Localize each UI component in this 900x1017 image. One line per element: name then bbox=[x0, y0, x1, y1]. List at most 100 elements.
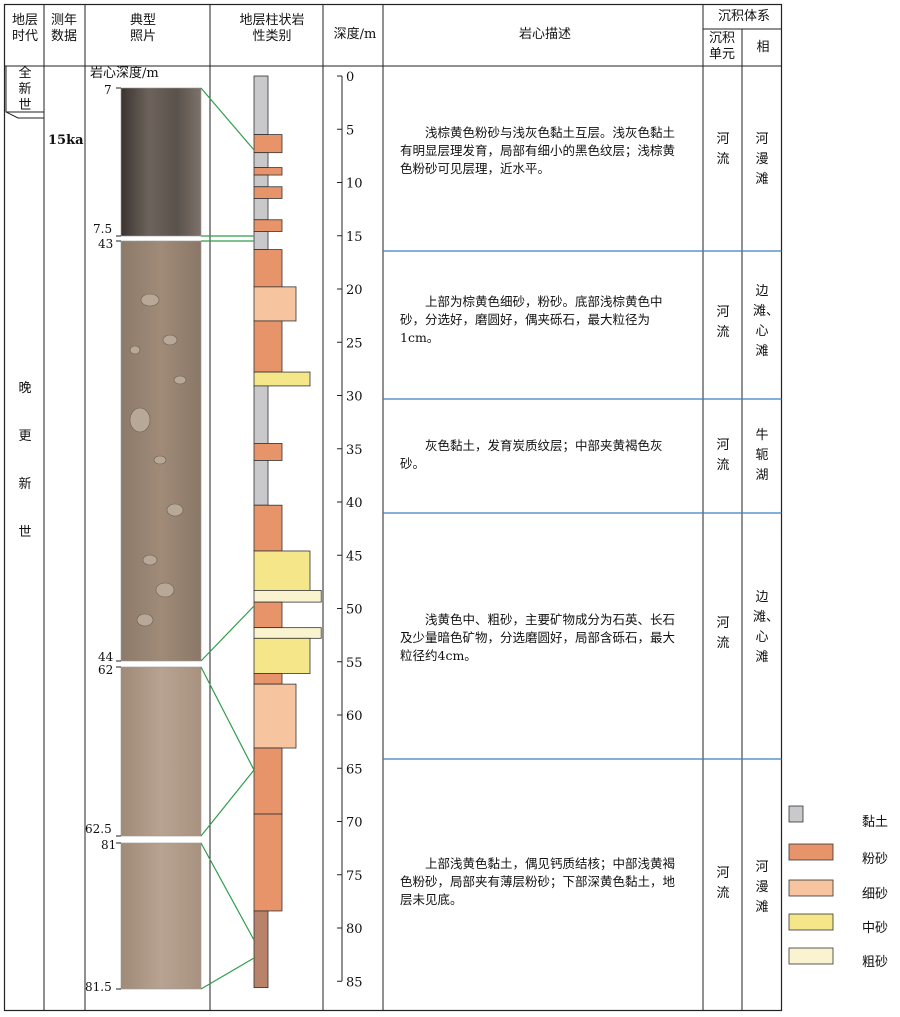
lithology-layer-clay bbox=[253, 385, 269, 444]
header-system: 沉积体系 bbox=[717, 9, 770, 24]
lithology-layer-silt bbox=[253, 249, 283, 288]
lithology-layer-silt bbox=[253, 673, 283, 685]
lithology-layer-clay bbox=[253, 231, 269, 250]
lithology-layer-fine_sand bbox=[253, 286, 297, 322]
photo-3-top-label: 62 bbox=[98, 663, 114, 677]
unit-1: 河流 bbox=[716, 132, 730, 167]
unit-2: 河流 bbox=[716, 305, 730, 340]
facies-4: 边滩、心滩 bbox=[753, 590, 780, 665]
core-photo-2 bbox=[120, 240, 202, 662]
lithology-layer-silt bbox=[253, 320, 283, 373]
legend-swatch-fine_sand bbox=[788, 879, 834, 897]
legend-swatch-medium_sand bbox=[788, 913, 834, 931]
facies-3: 牛轭湖 bbox=[755, 428, 769, 483]
holocene-bracket bbox=[5, 66, 44, 119]
lithology-layer-medium_sand bbox=[253, 550, 311, 591]
photo-2-bottom-label: 44 bbox=[98, 650, 114, 664]
depth-tick-label: 30 bbox=[346, 390, 363, 405]
core-photo-3 bbox=[120, 666, 202, 837]
legend-label-silt: 粉砂 bbox=[862, 852, 889, 867]
header-depth: 深度/m bbox=[333, 27, 377, 42]
depth-tick-label: 45 bbox=[346, 549, 363, 564]
lithology-layer-silt bbox=[253, 219, 283, 232]
legend-label-medium-sand: 中砂 bbox=[862, 921, 889, 936]
lithology-layer-silt bbox=[253, 813, 283, 912]
lithology-layer-clay bbox=[253, 460, 269, 506]
header-unit: 沉积单元 bbox=[708, 31, 735, 62]
era-late-pleistocene: 晚更新世 bbox=[18, 381, 32, 540]
unit-4: 河流 bbox=[716, 616, 730, 651]
gravel-clast bbox=[129, 407, 151, 433]
legend-swatch-clay bbox=[788, 805, 804, 823]
photo-1-top-label: 7 bbox=[104, 83, 112, 97]
depth-tick-label: 70 bbox=[346, 816, 363, 831]
legend-swatch-coarse_sand bbox=[788, 947, 834, 965]
depth-tick-label: 55 bbox=[346, 656, 363, 671]
core-photo-4 bbox=[120, 842, 202, 990]
lithology-layer-silt bbox=[253, 443, 283, 461]
gravel-clast bbox=[153, 455, 167, 465]
photo-2-top-label: 43 bbox=[98, 237, 114, 251]
lithology-layer-medium_sand bbox=[253, 637, 311, 674]
depth-tick-label: 80 bbox=[346, 922, 363, 937]
lithology-layer-silt bbox=[253, 134, 283, 154]
depth-tick-label: 50 bbox=[346, 603, 363, 618]
unit-3: 河流 bbox=[716, 438, 730, 473]
photo-connector-top-3 bbox=[200, 666, 255, 771]
dating-value: 15ka bbox=[48, 133, 84, 148]
description-1: 浅棕黄色粉砂与浅灰色黏土互层。浅灰色黏土有明显层理发育，局部有细小的黑色纹层；浅… bbox=[400, 125, 676, 176]
photo-connector-top-1 bbox=[200, 87, 255, 151]
photo-1-bottom-label: 7.5 bbox=[93, 222, 113, 236]
depth-tick-label: 65 bbox=[346, 762, 363, 777]
depth-tick-label: 25 bbox=[346, 336, 363, 351]
gravel-clast bbox=[129, 345, 141, 355]
photo-4-top-label: 81 bbox=[101, 838, 117, 852]
photo-connector-bottom-3 bbox=[200, 769, 255, 837]
legend-swatch-silt bbox=[788, 843, 834, 861]
gravel-clast bbox=[173, 375, 187, 385]
depth-tick-label: 15 bbox=[346, 230, 363, 245]
era-holocene: 全新世 bbox=[18, 66, 32, 113]
photo-4-bottom-label: 81.5 bbox=[85, 980, 112, 994]
depth-tick-label: 40 bbox=[346, 496, 363, 511]
description-5: 上部浅黄色黏土，偶见钙质结核；中部浅黄褐色粉砂，局部夹有薄层粉砂；下部深黄色黏土… bbox=[400, 856, 676, 907]
legend-label-clay: 黏土 bbox=[862, 815, 889, 830]
gravel-clast bbox=[162, 334, 178, 346]
facies-5: 河漫滩 bbox=[755, 860, 769, 915]
gravel-clast bbox=[155, 582, 175, 598]
lithology-layer-silt bbox=[253, 167, 283, 176]
header-column: 地层柱状岩性类别 bbox=[239, 13, 305, 44]
description-3: 灰色黏土，发育炭质纹层；中部夹黄褐色灰砂。 bbox=[400, 438, 663, 471]
description-4: 浅黄色中、粗砂，主要矿物成分为石英、长石及少量暗色矿物，分选磨圆好，局部含砾石，… bbox=[400, 612, 676, 663]
header-era: 地层时代 bbox=[11, 13, 38, 44]
header-description: 岩心描述 bbox=[518, 27, 571, 42]
facies-2: 边滩、心滩 bbox=[753, 284, 780, 359]
description-2: 上部为棕黄色细砂，粉砂。底部浅棕黄色中砂，分选好，磨圆好，偶夹砾石，最大粒径为1… bbox=[400, 294, 663, 345]
lithology-layer-silt bbox=[253, 186, 283, 199]
photo-3-bottom-label: 62.5 bbox=[85, 822, 112, 836]
lithology-layer-clay bbox=[253, 75, 269, 135]
depth-tick-label: 5 bbox=[346, 123, 354, 138]
photo-depth-title: 岩心深度/m bbox=[90, 66, 159, 81]
legend-label-fine-sand: 细砂 bbox=[862, 887, 889, 902]
photo-connector-bottom-4 bbox=[200, 957, 255, 990]
depth-tick-label: 0 bbox=[346, 70, 354, 85]
header-dating: 测年数据 bbox=[50, 13, 77, 44]
depth-tick-label: 10 bbox=[346, 177, 363, 192]
table-border bbox=[3, 3, 783, 1012]
lithology-layer-fine_sand bbox=[253, 683, 297, 749]
depth-tick-label: 20 bbox=[346, 283, 363, 298]
depth-tick-label: 85 bbox=[346, 975, 363, 990]
legend-label-coarse-sand: 粗砂 bbox=[862, 955, 889, 970]
photo-connector-bottom-2 bbox=[200, 605, 255, 662]
depth-tick-label: 75 bbox=[346, 869, 363, 884]
gravel-clast bbox=[140, 293, 160, 307]
lithology-layer-coarse_sand bbox=[253, 589, 322, 603]
lithology-layer-clay bbox=[253, 152, 269, 168]
gravel-clast bbox=[136, 613, 154, 627]
header-photo: 典型照片 bbox=[129, 13, 156, 44]
lithology-layer-silt bbox=[253, 601, 283, 629]
lithology-layer-base bbox=[253, 910, 269, 989]
